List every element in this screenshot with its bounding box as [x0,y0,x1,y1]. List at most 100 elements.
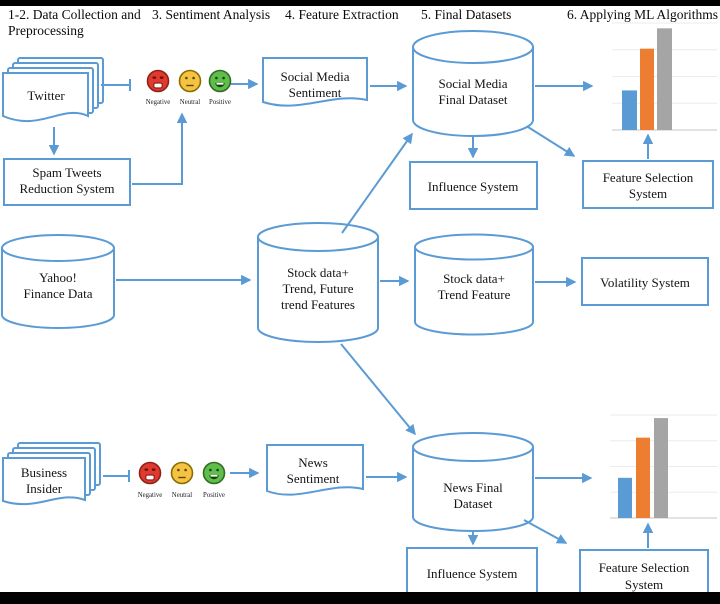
bar-orange [640,48,654,130]
process-box [581,257,709,306]
database-cylinder-icon [412,446,534,532]
bar-blue [618,477,632,518]
smfd-label-line2: Final Dataset [439,92,508,107]
bar-gray [654,418,668,518]
cylinder-top [257,222,379,252]
stock-trend-future-node: Stock data+ Trend, Future trend Features [257,222,379,343]
neutral-emoji-icon [178,69,202,93]
arrow-stock-to-smfd [341,132,413,234]
spam-reduction-node: Spam Tweets Reduction System [3,158,131,206]
volatility-system-node: Volatility System [581,257,709,306]
document-icon [2,72,89,122]
stock-right-label-line2: Trend Feature [438,287,511,302]
nfd-label-line2: Dataset [454,496,493,511]
process-box [579,549,709,599]
bar-orange [636,437,650,518]
fss-bottom-label-line2: System [625,577,663,592]
header-step-6: 6. Applying ML Algorithms [567,7,718,22]
social-sentiment-label-line1: Social Media [281,69,350,84]
nfd-label-line1: News Final [443,480,503,495]
twitter-source-stack: Twitter [2,57,104,122]
stock-right-label-line1: Stock data+ [443,271,505,286]
influence-bottom-label: Influence System [427,566,518,581]
influence-system-top-node: Influence System [409,161,538,210]
cylinder-top [412,30,534,64]
influence-system-bottom-node: Influence System [406,547,538,598]
positive-label: Positive [203,492,225,499]
stage-headers: 1-2. Data Collection and Preprocessing 3… [8,7,718,38]
sentiment-emojis-bottom: Negative Neutral Positive [138,461,226,499]
news-sentiment-label-line2: Sentiment [287,471,340,486]
bar-gray [657,28,672,131]
database-cylinder-icon [414,246,534,336]
yahoo-label-line1: Yahoo! [39,270,77,285]
cylinder-top [1,234,115,262]
news-sentiment-label-line1: News [298,455,328,470]
arrow-smfd-to-feature-selection [527,126,576,157]
news-sentiment-node: News Sentiment [266,444,364,496]
smfd-label-line1: Social Media [439,76,508,91]
feature-selection-bottom-node: Feature Selection System [579,549,709,599]
database-cylinder-icon [1,247,115,329]
positive-emoji-icon [208,69,232,93]
business-insider-source-stack: Business Insider [2,442,101,506]
letterbox-bottom [0,592,720,604]
header-step-3: 3. Sentiment Analysis [152,7,270,22]
fss-top-label-line2: System [629,186,667,201]
process-box [409,161,538,210]
yahoo-finance-node: Yahoo! Finance Data [1,234,115,329]
header-step-1-2-line2: Preprocessing [8,23,84,38]
document-icon [262,57,368,107]
social-media-final-dataset-node: Social Media Final Dataset [412,30,534,137]
stock-center-label-line3: trend Features [281,297,355,312]
cylinder-top [414,233,534,261]
fss-top-label-line1: Feature Selection [603,170,694,185]
neutral-label: Neutral [180,99,200,106]
positive-label: Positive [209,99,231,106]
social-sentiment-label-line2: Sentiment [289,85,342,100]
header-step-4: 4. Feature Extraction [285,7,399,22]
spam-label-line1: Spam Tweets [32,165,101,180]
database-cylinder-icon [412,46,534,137]
header-step-1-2-line1: 1-2. Data Collection and [8,7,141,22]
process-box [406,547,538,598]
process-box [582,160,714,209]
arrow-nfd-to-feature-selection [523,519,568,544]
negative-emoji-icon [138,461,162,485]
arrow-stock-to-nfd [340,343,416,436]
neutral-label: Neutral [172,492,192,499]
stock-center-label-line2: Trend, Future [282,281,353,296]
stock-trend-feature-node: Stock data+ Trend Feature [414,233,534,336]
process-box [3,158,131,206]
negative-label: Negative [138,492,163,499]
document-icon [266,444,364,496]
database-cylinder-icon [257,236,379,343]
stock-center-label-line1: Stock data+ [287,265,349,280]
letterbox-top [0,0,720,6]
spam-label-line2: Reduction System [20,181,115,196]
ml-bar-chart-bottom [610,414,717,519]
fss-bottom-label-line1: Feature Selection [599,560,690,575]
business-insider-label-line2: Insider [26,481,63,496]
yahoo-label-line2: Finance Data [24,286,93,301]
document-icon [2,457,86,506]
cylinder-top [412,432,534,462]
ml-bar-chart-top [612,22,717,131]
twitter-label: Twitter [27,88,65,103]
neutral-emoji-icon [170,461,194,485]
negative-label: Negative [146,99,171,106]
arrow-spam-to-emojis [132,112,188,185]
influence-top-label: Influence System [428,179,519,194]
positive-emoji-icon [202,461,226,485]
feature-selection-top-node: Feature Selection System [582,160,714,209]
bar-blue [622,90,637,130]
business-insider-label-line1: Business [21,465,67,480]
connectors [48,78,654,548]
negative-emoji-icon [146,69,170,93]
header-step-5: 5. Final Datasets [421,7,511,22]
news-final-dataset-node: News Final Dataset [412,432,534,532]
sentiment-emojis-top: Negative Neutral Positive [146,69,232,106]
volatility-label: Volatility System [600,275,690,290]
